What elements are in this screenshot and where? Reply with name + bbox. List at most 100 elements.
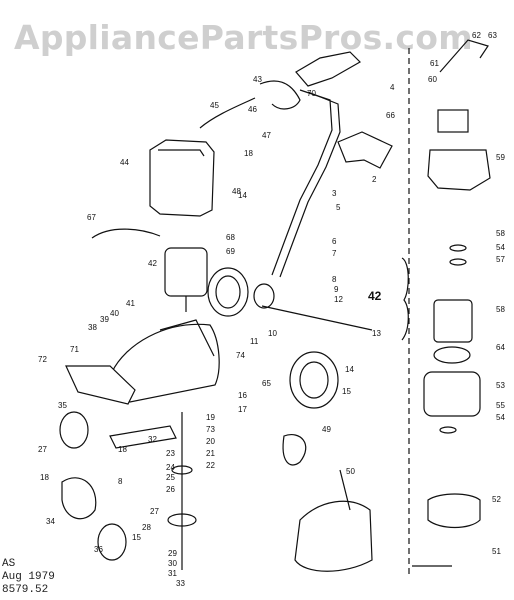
handle-bracket [337,131,393,169]
callout-71: 71 [70,345,79,354]
callout-47: 47 [262,131,271,140]
callout-38: 38 [88,323,97,332]
callout-15: 15 [342,387,351,396]
callout-24: 24 [166,463,175,472]
callout-27b: 27 [150,507,159,516]
axle-rod [261,305,373,331]
callout-34: 34 [46,517,55,526]
callout-73: 73 [206,425,215,434]
callout-41: 41 [126,299,135,308]
callout-58: 58 [496,229,505,238]
callout-17: 17 [238,405,247,414]
callout-27: 27 [38,445,47,454]
callout-53: 53 [496,381,505,390]
callout-10: 10 [268,329,277,338]
armature [433,299,473,343]
callout-33: 33 [176,579,185,588]
handle-shaft-edge [279,91,341,278]
callout-49: 49 [322,425,331,434]
guard [65,365,136,405]
blade [109,425,177,449]
callout-42: 42 [148,259,157,268]
motor-end-bell [427,149,491,191]
handle-shaft [271,89,333,276]
callout-18b: 18 [118,445,127,454]
wheel-small-bottom [97,523,127,561]
motor-cover [149,139,215,217]
callout-61: 61 [430,59,439,68]
callout-51: 51 [492,547,501,556]
callout-59: 59 [496,153,505,162]
callout-7: 7 [332,249,337,258]
wheel-hub [253,283,275,309]
motor-mount [427,493,481,529]
callout-25: 25 [166,473,175,482]
callout-15b: 15 [132,533,141,542]
callout-28: 28 [142,523,151,532]
callout-65: 65 [262,379,271,388]
callout-44: 44 [120,158,129,167]
watermark: AppliancePartsPros.com [14,18,473,57]
field-housing [423,371,481,417]
cord [199,97,256,129]
callout-6: 6 [332,237,337,246]
group-brace [401,257,409,341]
callout-2: 2 [372,175,377,184]
callout-5: 5 [336,203,341,212]
wheel-large-left [207,267,249,317]
footer-date: Aug 1979 [2,571,55,583]
callout-4: 4 [390,83,395,92]
callout-21: 21 [206,449,215,458]
callout-67: 67 [87,213,96,222]
callout-72: 72 [38,355,47,364]
callout-18c: 18 [40,473,49,482]
callout-68: 68 [226,233,235,242]
callout-54: 54 [496,243,505,252]
edge-guide [294,500,373,572]
callout-39: 39 [100,315,109,324]
wheel-large-right [289,351,339,409]
callout-45: 45 [210,101,219,110]
callout-74: 74 [236,351,245,360]
callout-20: 20 [206,437,215,446]
handle-grip [295,51,361,87]
callout-19: 19 [206,413,215,422]
callout-9: 9 [334,285,339,294]
brush-holder [437,109,469,133]
callout-66: 66 [386,111,395,120]
callout-29: 29 [168,549,177,558]
callout-35: 35 [58,401,67,410]
callout-62: 62 [472,31,481,40]
callout-48: 48 [232,187,241,196]
callout-46: 46 [248,105,257,114]
callout-36: 36 [94,545,103,554]
callout-31: 31 [168,569,177,578]
callout-8b: 8 [118,477,123,486]
motor-assembly [164,247,208,297]
callout-57: 57 [496,255,505,264]
callout-12: 12 [334,295,343,304]
callout-14a: 14 [238,191,247,200]
callout-26: 26 [166,485,175,494]
callout-22: 22 [206,461,215,470]
wheel-bracket [61,477,97,520]
footer-code: AS [2,558,16,570]
callout-23: 23 [166,449,175,458]
callout-54b: 54 [496,413,505,422]
callout-69: 69 [226,247,235,256]
callout-13: 13 [372,329,381,338]
switch-housing [259,80,301,110]
callout-30: 30 [168,559,177,568]
callout-43: 43 [253,75,262,84]
callout-64: 64 [496,343,505,352]
callout-50: 50 [346,467,355,476]
callout-16: 16 [238,391,247,400]
callout-8: 8 [332,275,337,284]
depth-knob [282,434,307,466]
callout-40: 40 [110,309,119,318]
callout-70: 70 [307,89,316,98]
fan [433,346,471,364]
wheel-small-left [59,411,89,449]
